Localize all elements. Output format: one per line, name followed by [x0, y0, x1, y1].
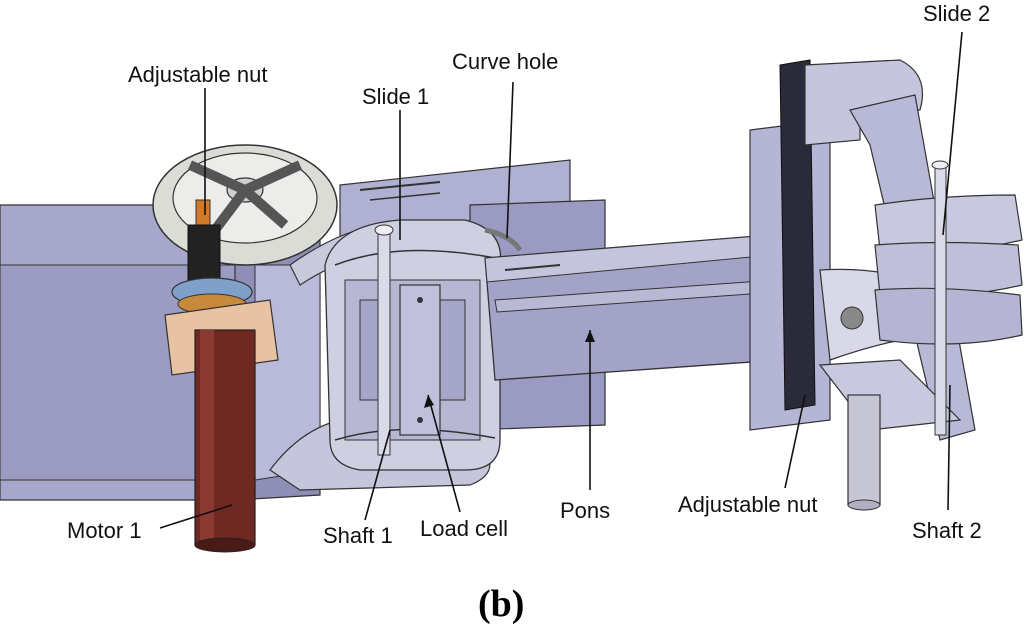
motor-1	[194, 329, 256, 553]
label-curve-hole: Curve hole	[452, 49, 559, 74]
shaft-2	[931, 160, 949, 436]
support-column	[847, 394, 881, 511]
handwheel	[152, 144, 338, 266]
label-adjustable-nut-bottom: Adjustable nut	[678, 492, 818, 517]
label-load-cell: Load cell	[420, 516, 509, 541]
label-pons: Pons	[560, 498, 611, 523]
label-motor-1: Motor 1	[67, 518, 142, 543]
slide-2-fins	[874, 194, 1023, 345]
label-slide-2: Slide 2	[923, 1, 991, 26]
label-adjustable-nut-top: Adjustable nut	[128, 62, 268, 87]
label-slide-1: Slide 1	[362, 84, 430, 109]
load-cell	[399, 284, 441, 436]
label-shaft-1: Shaft 1	[323, 523, 393, 548]
shaft-1	[374, 224, 394, 456]
label-shaft-2: Shaft 2	[912, 518, 982, 543]
figure-caption: (b)	[478, 583, 525, 625]
arrow-heads	[424, 330, 595, 408]
pons-beam	[484, 234, 781, 381]
leader-lines	[159, 31, 963, 529]
